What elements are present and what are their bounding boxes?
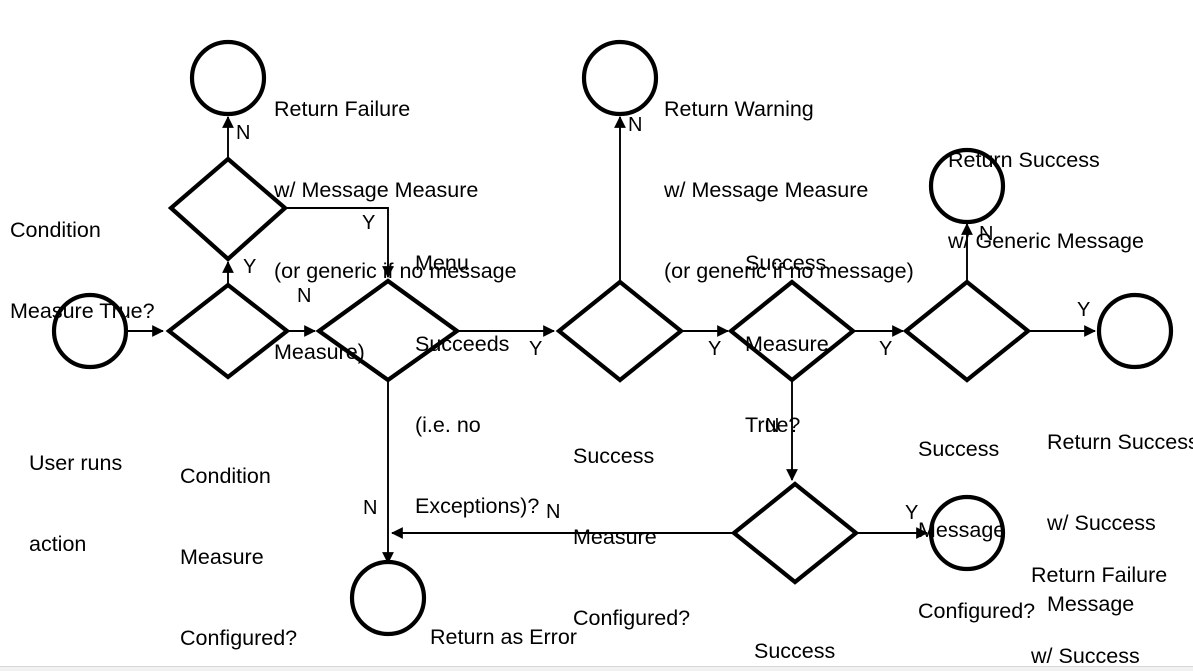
label-return-as-error: Return as Error w/ Generic Server Messag… [430, 570, 695, 671]
edge-label-success-message-bottom-no: N [546, 501, 561, 523]
node-success-measure-configured [555, 279, 685, 383]
label-line: Condition [10, 218, 101, 242]
node-return-failure-success-message [928, 494, 1006, 572]
label-line: Message [1047, 592, 1135, 616]
label-line: Return Success [1047, 430, 1193, 454]
label-line: Return Warning [664, 97, 814, 121]
label-line: action [29, 532, 87, 556]
edge-label-success-true-no: N [765, 415, 780, 437]
edge-label-condition-true-no: N [236, 122, 251, 144]
label-line: w/ Generic Message [948, 229, 1144, 253]
node-return-failure-message-measure [189, 39, 267, 117]
node-condition-measure-true [167, 156, 289, 262]
label-menu-succeeds: Menu Succeeds (i.e. no Exceptions)? [415, 196, 539, 574]
node-return-success-success-message [1096, 292, 1174, 370]
label-line: Success [754, 639, 836, 663]
edge-label-success-message-bottom-yes: Y [905, 502, 919, 524]
label-line: w/ Message Measure [274, 178, 479, 202]
label-line: (or generic if no message [274, 259, 517, 283]
label-success-measure-true: Success Measure True? [745, 196, 829, 493]
edge-label-success-message-top-no: N [979, 223, 994, 245]
label-line: Measure [745, 332, 829, 356]
label-line: Configured? [573, 606, 691, 630]
label-line: Return Success [948, 148, 1100, 172]
label-line: Menu [415, 251, 469, 275]
bottom-divider [0, 666, 1193, 671]
label-line: Exceptions)? [415, 494, 540, 518]
label-line: Message [918, 518, 1006, 542]
label-line: True? [745, 413, 801, 437]
node-success-message-configured-top [902, 279, 1032, 383]
label-line: w/ Success [1047, 511, 1156, 535]
label-line: Measure [180, 545, 264, 569]
edge-label-condition-true-yes: Y [362, 212, 376, 234]
edge-condition-true-yes [284, 207, 394, 278]
label-line: Configured? [918, 599, 1036, 623]
label-line: (i.e. no [415, 413, 481, 437]
label-line: Return as Error [430, 625, 577, 649]
node-return-as-error [349, 559, 427, 637]
label-line: Return Failure [274, 97, 411, 121]
label-start: User runs action [29, 396, 122, 612]
label-line: Measure True? [10, 299, 155, 323]
label-condition-measure-true: Condition Measure True? [10, 163, 170, 379]
label-success-measure-configured: Success Measure Configured? [573, 389, 690, 671]
label-return-success-success-message: Return Success w/ Success Message [1047, 375, 1193, 671]
label-line: Measure [573, 525, 657, 549]
node-condition-measure-configured [165, 282, 291, 380]
label-line: Condition [180, 464, 271, 488]
edge-label-condition-configured-no: N [297, 285, 312, 307]
node-success-message-configured-bottom [730, 481, 860, 585]
label-return-failure-success-message: Return Failure w/ Success Message [1031, 508, 1167, 671]
edge-label-success-message-top-yes: Y [1077, 299, 1091, 321]
label-line: w/ Success [1031, 644, 1140, 668]
node-menu-succeeds [315, 278, 461, 383]
edge-label-success-configured-yes: Y [708, 338, 722, 360]
label-success-message-configured-top: Success Message Configured? [918, 382, 1035, 671]
label-line: Success [745, 251, 827, 275]
node-success-measure-true [727, 279, 857, 383]
node-start [51, 292, 129, 370]
label-success-message-configured-bottom: Success Message Configured? [754, 584, 871, 671]
label-condition-measure-configured: Condition Measure Configured? [180, 409, 297, 671]
label-line: Succeeds [415, 332, 510, 356]
label-line: Return Failure [1031, 563, 1168, 587]
edge-label-menu-succeeds-yes: Y [529, 338, 543, 360]
label-line: Success [573, 444, 655, 468]
label-line: Success [918, 437, 1000, 461]
label-line: (or generic if no message) [664, 259, 914, 283]
edge-label-success-configured-no: N [628, 114, 643, 136]
edge-label-menu-succeeds-no: N [363, 497, 378, 519]
label-return-warning-message-measure: Return Warning w/ Message Measure (or ge… [664, 42, 914, 339]
edge-label-condition-configured-yes: Y [243, 256, 257, 278]
node-return-success-generic-message [928, 147, 1006, 225]
label-line: User runs [29, 451, 123, 475]
label-return-failure-message-measure: Return Failure w/ Message Measure (or ge… [274, 42, 517, 420]
label-line: Measure) [274, 340, 365, 364]
edge-label-success-true-yes: Y [879, 338, 893, 360]
label-return-success-generic-message: Return Success w/ Generic Message [948, 93, 1144, 309]
label-line: w/ Message Measure [664, 178, 869, 202]
label-line: Configured? [180, 626, 298, 650]
node-return-warning-message-measure [581, 39, 659, 117]
